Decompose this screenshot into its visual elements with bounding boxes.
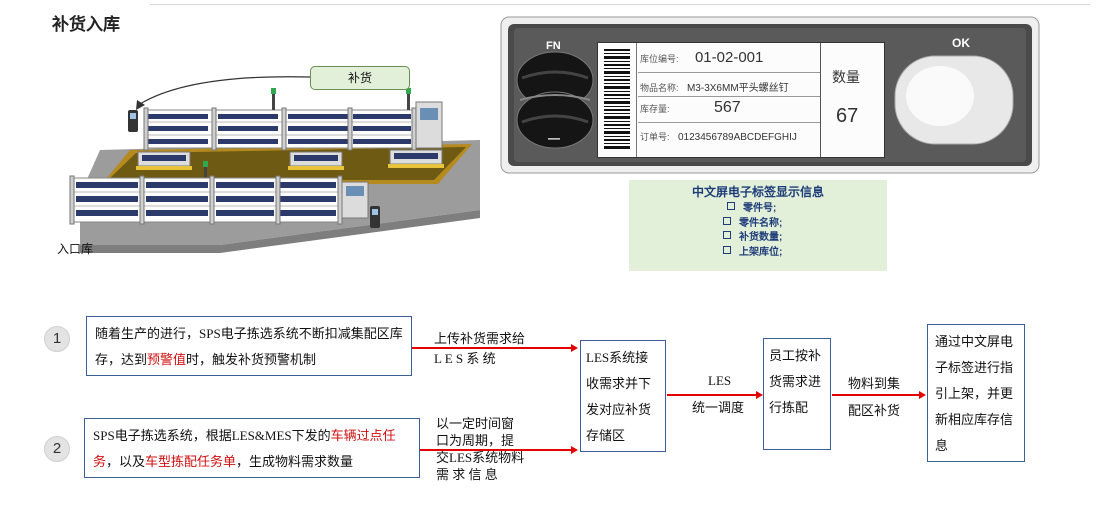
arrow-4-label-line2: 配区补货 <box>848 403 901 418</box>
arrow-2-label-line1: 以一定时间窗 <box>436 416 515 431</box>
info-item: 零件号; <box>629 202 887 217</box>
arrow-3-label-line2: 统一调度 <box>692 400 745 415</box>
lcd-row-order: 订单号: 0123456789ABCDEFGHIJ <box>640 132 797 143</box>
arrow-1-label-line2: L E S 系 统 <box>434 351 496 366</box>
lcd-row-stock: 库存量: 567 <box>640 99 741 116</box>
checkbox-square-icon <box>727 202 735 210</box>
lcd-divider <box>638 72 820 73</box>
barcode-icon <box>604 49 630 149</box>
info-item: 零件名称; <box>629 216 887 232</box>
arrow-4-label-line1: 物料到集 <box>848 376 901 391</box>
arrow-2 <box>420 446 578 453</box>
info-heading: 中文屏电子标签显示信息 <box>691 185 824 199</box>
lcd-divider <box>636 43 637 157</box>
info-item: 上架库位; <box>629 245 887 261</box>
staff-picking-box: 员工按补货需求进行拣配 <box>763 338 831 450</box>
arrow-1-label-line1: 上传补货需求给 <box>434 331 526 346</box>
checkbox-square-icon <box>723 245 731 254</box>
page-title: 补货入库 <box>52 15 120 34</box>
arrow-3 <box>667 391 763 398</box>
step-2-box: SPS电子拣选系统，根据LES&MES下发的车辆过点任务，以及车型拣配任务单，生… <box>84 418 420 478</box>
checkbox-square-icon <box>723 231 731 239</box>
minus-button-label: — <box>548 131 560 145</box>
ok-button-label: OK <box>952 36 970 50</box>
arrow-4 <box>832 391 926 398</box>
label-info-panel: 中文屏电子标签显示信息 零件号; 零件名称; 补货数量; 上架库位; <box>629 180 887 271</box>
info-list: 零件号; 零件名称; 补货数量; 上架库位; <box>629 202 887 260</box>
step-2-number: 2 <box>44 436 70 462</box>
checkbox-square-icon <box>723 216 731 225</box>
arrow-2-label-line2: 口为周期，提 <box>436 433 515 448</box>
lcd-divider <box>638 96 820 97</box>
arrow-2-label-line3: 交LES系统物料 <box>436 450 525 465</box>
step-1-number: 1 <box>44 326 70 352</box>
warehouse-illustration <box>69 76 480 253</box>
lcd-divider <box>820 43 821 157</box>
les-system-box: LES系统接收需求并下发对应补货存储区 <box>580 340 666 452</box>
qty-label: 数量 <box>832 69 860 85</box>
info-item: 补货数量; <box>629 231 887 246</box>
arrow-2-label-line4: 需 求 信 息 <box>436 467 498 482</box>
arrow-1 <box>412 344 578 351</box>
shelving-update-box: 通过中文屏电子标签进行指引上架，并更新相应库存信息 <box>927 324 1025 462</box>
lcd-row-location: 库位编号: 01-02-001 <box>640 49 764 66</box>
top-divider <box>150 4 1090 5</box>
fn-button-label: FN <box>546 40 561 52</box>
lcd-screen: 库位编号: 01-02-001 物品名称: M3-3X6MM平头螺丝钉 库存量:… <box>597 42 885 158</box>
lcd-row-item-name: 物品名称: M3-3X6MM平头螺丝钉 <box>640 83 789 94</box>
step-1-box: 随着生产的进行，SPS电子拣选系统不断扣减集配区库存，达到预警值时，触发补货预警… <box>86 316 412 376</box>
entrance-warehouse-label: 入口库 <box>57 242 94 256</box>
lcd-divider <box>638 122 820 123</box>
qty-value: 67 <box>836 105 859 127</box>
replenish-bubble: 补货 <box>310 66 410 90</box>
arrow-3-label-line1: LES <box>708 373 732 388</box>
